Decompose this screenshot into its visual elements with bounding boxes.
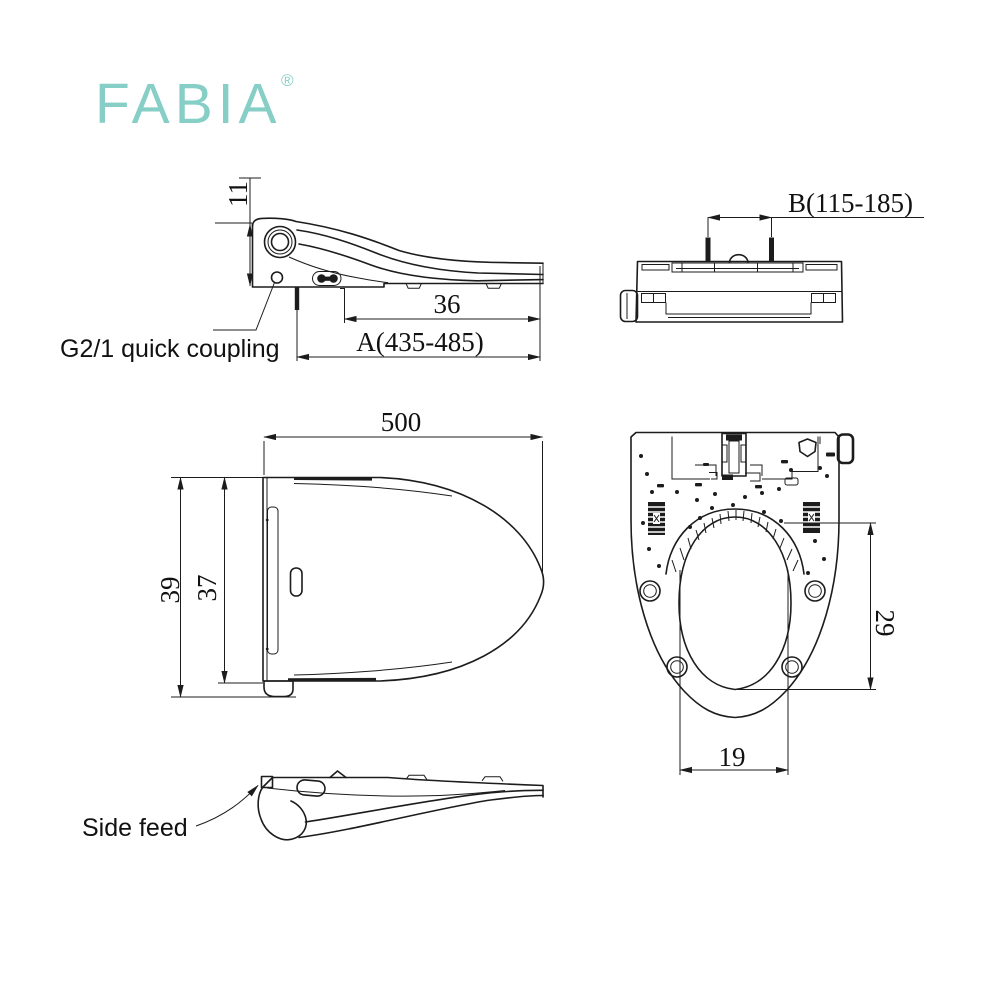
quick-coupling-port: [270, 271, 284, 284]
brand-logo-text: FABIA: [95, 72, 282, 136]
profile-bumps: [405, 774, 504, 782]
housing-base-edge: [251, 223, 544, 288]
lid-foot: [263, 680, 294, 698]
seat-lid-top-edge: [251, 217, 544, 264]
damper-detail: [312, 271, 342, 286]
rear-side-port: [619, 289, 639, 323]
small-port: [784, 477, 799, 486]
dimension-29: 29: [737, 522, 900, 691]
side-feed-profile: [257, 770, 544, 841]
dimension-19: 19: [679, 570, 789, 775]
view-top-plan: 500 39 37: [155, 407, 545, 698]
rib-vent-right: [803, 502, 820, 533]
side-feed-leader-line: [195, 784, 259, 827]
mounting-bolt-right: [769, 237, 774, 261]
view-side-profile: 11 36 A(435-485) G2/1 quick coupling: [60, 177, 544, 363]
dimension-39: 39: [155, 476, 296, 698]
rear-inner-panel: [665, 302, 812, 315]
dimension-a: A(435-485): [296, 310, 541, 361]
under-curve-mid: [304, 789, 544, 823]
rib-vent-left: [648, 502, 665, 535]
rear-left-rail: [641, 264, 670, 271]
inlet-slot: [296, 779, 326, 797]
rear-clip-left: [641, 293, 666, 303]
front-lobe: [257, 776, 308, 841]
quick-coupling-label: G2/1 quick coupling: [60, 335, 280, 363]
housing-step-right: [762, 436, 819, 480]
control-panel-strip: [265, 506, 279, 655]
seat-inner-curve: [288, 256, 389, 284]
rear-body-outline: [635, 260, 844, 323]
water-inlet-pin: [294, 287, 300, 310]
seat-upper-curve: [296, 229, 544, 276]
feed-inlet-corner: [260, 775, 274, 789]
view-rear: B(115-185): [619, 188, 924, 323]
lid-bottom-split-line: [293, 661, 453, 676]
shield-icon: [798, 438, 817, 458]
rear-hinge-slot: [671, 262, 804, 273]
lid-slot: [289, 567, 303, 597]
rear-right-rail: [805, 264, 838, 271]
seat-outer-outline: [630, 431, 840, 719]
bumper-top-right: [804, 580, 826, 602]
dim-500-label: 500: [381, 407, 422, 437]
rear-center-hump: [728, 253, 749, 264]
view-underside: 29 19: [630, 431, 900, 775]
seat-lower-curve: [298, 243, 544, 282]
housing-step-left: [671, 436, 710, 480]
screw-dots: [639, 454, 829, 575]
registered-mark-icon: ®: [281, 71, 294, 90]
dimension-36: 36: [340, 266, 541, 361]
rim-hatching: [671, 510, 799, 573]
profile-fin: [329, 770, 347, 779]
dim-19-label: 19: [719, 742, 746, 772]
latch-brackets: [695, 464, 763, 476]
lid-outline: [262, 476, 545, 682]
under-curve-low: [298, 794, 544, 839]
view-side-feed: Side feed: [82, 770, 544, 842]
quick-coupling-leader-line: [213, 282, 275, 331]
rear-clip-right: [811, 293, 836, 303]
dim-36-label: 36: [434, 289, 461, 319]
side-feed-label: Side feed: [82, 814, 188, 842]
seat-opening-oval: [678, 516, 792, 691]
dim-37-label: 37: [192, 575, 222, 602]
seat-rim-arc: [665, 508, 805, 575]
bumper-bottom-right: [781, 656, 803, 678]
hinge-icon: [263, 225, 297, 259]
latch-unit: [709, 432, 761, 482]
dimension-11: 11: [215, 177, 261, 287]
dim-29-label: 29: [870, 610, 900, 637]
mounting-tab: [836, 433, 855, 465]
dimension-500: 500: [263, 407, 544, 573]
dim-39-label: 39: [155, 577, 185, 604]
dim-11-label: 11: [223, 181, 253, 207]
bumper-bottom-left: [666, 656, 688, 678]
seat-bumper-tabs: [405, 283, 502, 289]
brand-logo: FABIA ®: [95, 71, 294, 136]
bumper-top-left: [639, 580, 661, 602]
dim-b-label: B(115-185): [788, 188, 913, 218]
lid-top-split-line: [293, 483, 453, 497]
mounting-bolt-left: [705, 237, 711, 261]
dimension-b: B(115-185): [707, 188, 924, 237]
dimension-37: 37: [192, 476, 263, 684]
dim-a-label: A(435-485): [356, 327, 483, 357]
lid-top-seam: [293, 477, 373, 481]
under-curve-top: [266, 787, 506, 797]
